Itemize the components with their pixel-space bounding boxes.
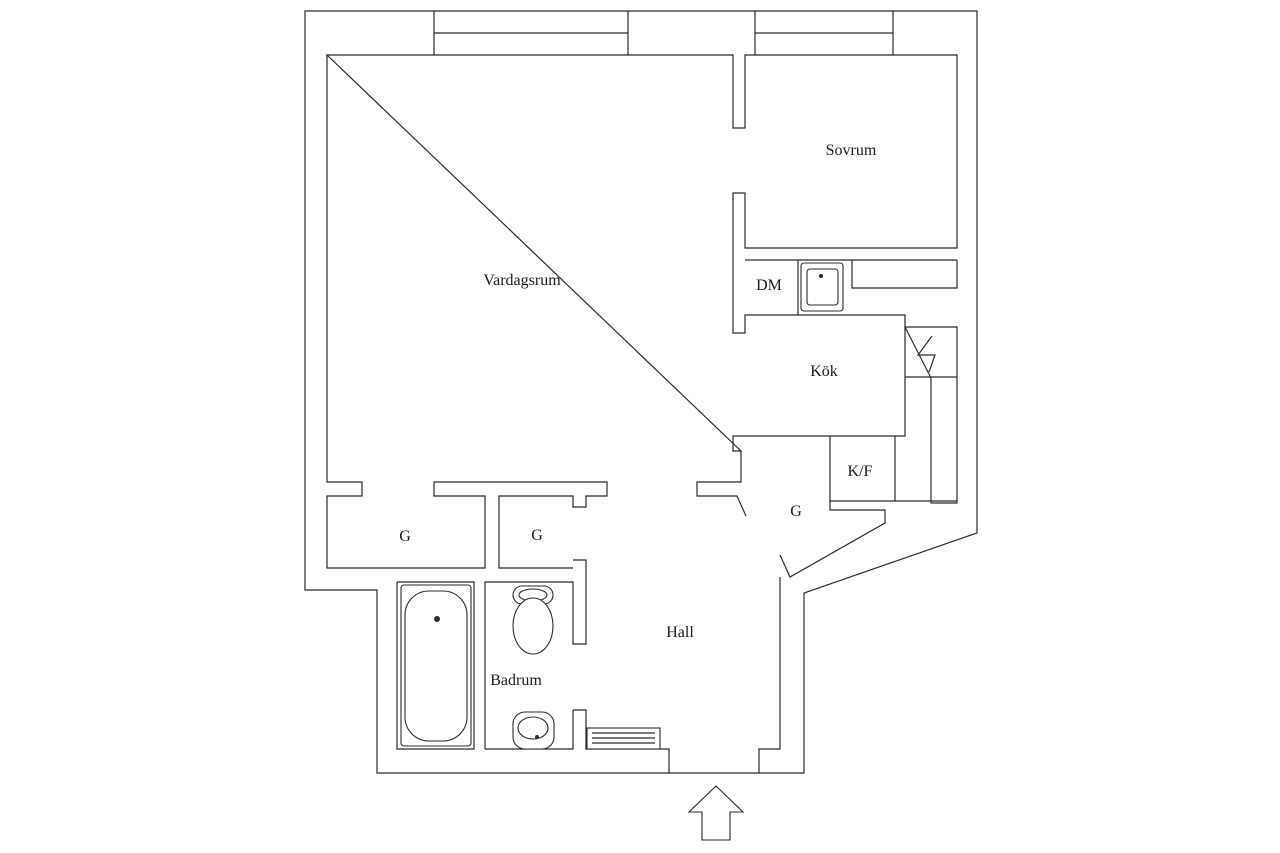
outer-walls xyxy=(304,10,978,774)
radiator-icon xyxy=(586,727,661,750)
room-label-g1: G xyxy=(399,528,411,545)
washbasin-icon xyxy=(512,711,555,750)
toilet-icon xyxy=(512,585,554,655)
windows xyxy=(433,11,894,55)
room-label-sovrum: Sovrum xyxy=(826,142,877,159)
interior-walls xyxy=(396,259,958,773)
room-label-g2: G xyxy=(531,527,543,544)
kitchen-sink-icon xyxy=(800,262,844,312)
room-label-kok: Kök xyxy=(810,363,838,380)
room-label-kf: K/F xyxy=(848,463,873,480)
room-label-vardagsrum: Vardagsrum xyxy=(483,272,561,289)
entrance-arrow-icon xyxy=(687,785,745,841)
room-label-dm: DM xyxy=(756,277,782,294)
bathtub-icon xyxy=(400,584,472,747)
room-label-hall: Hall xyxy=(666,624,694,641)
room-label-badrum: Badrum xyxy=(490,672,542,689)
chimney-icon xyxy=(916,335,936,373)
room-label-g3: G xyxy=(790,503,802,520)
